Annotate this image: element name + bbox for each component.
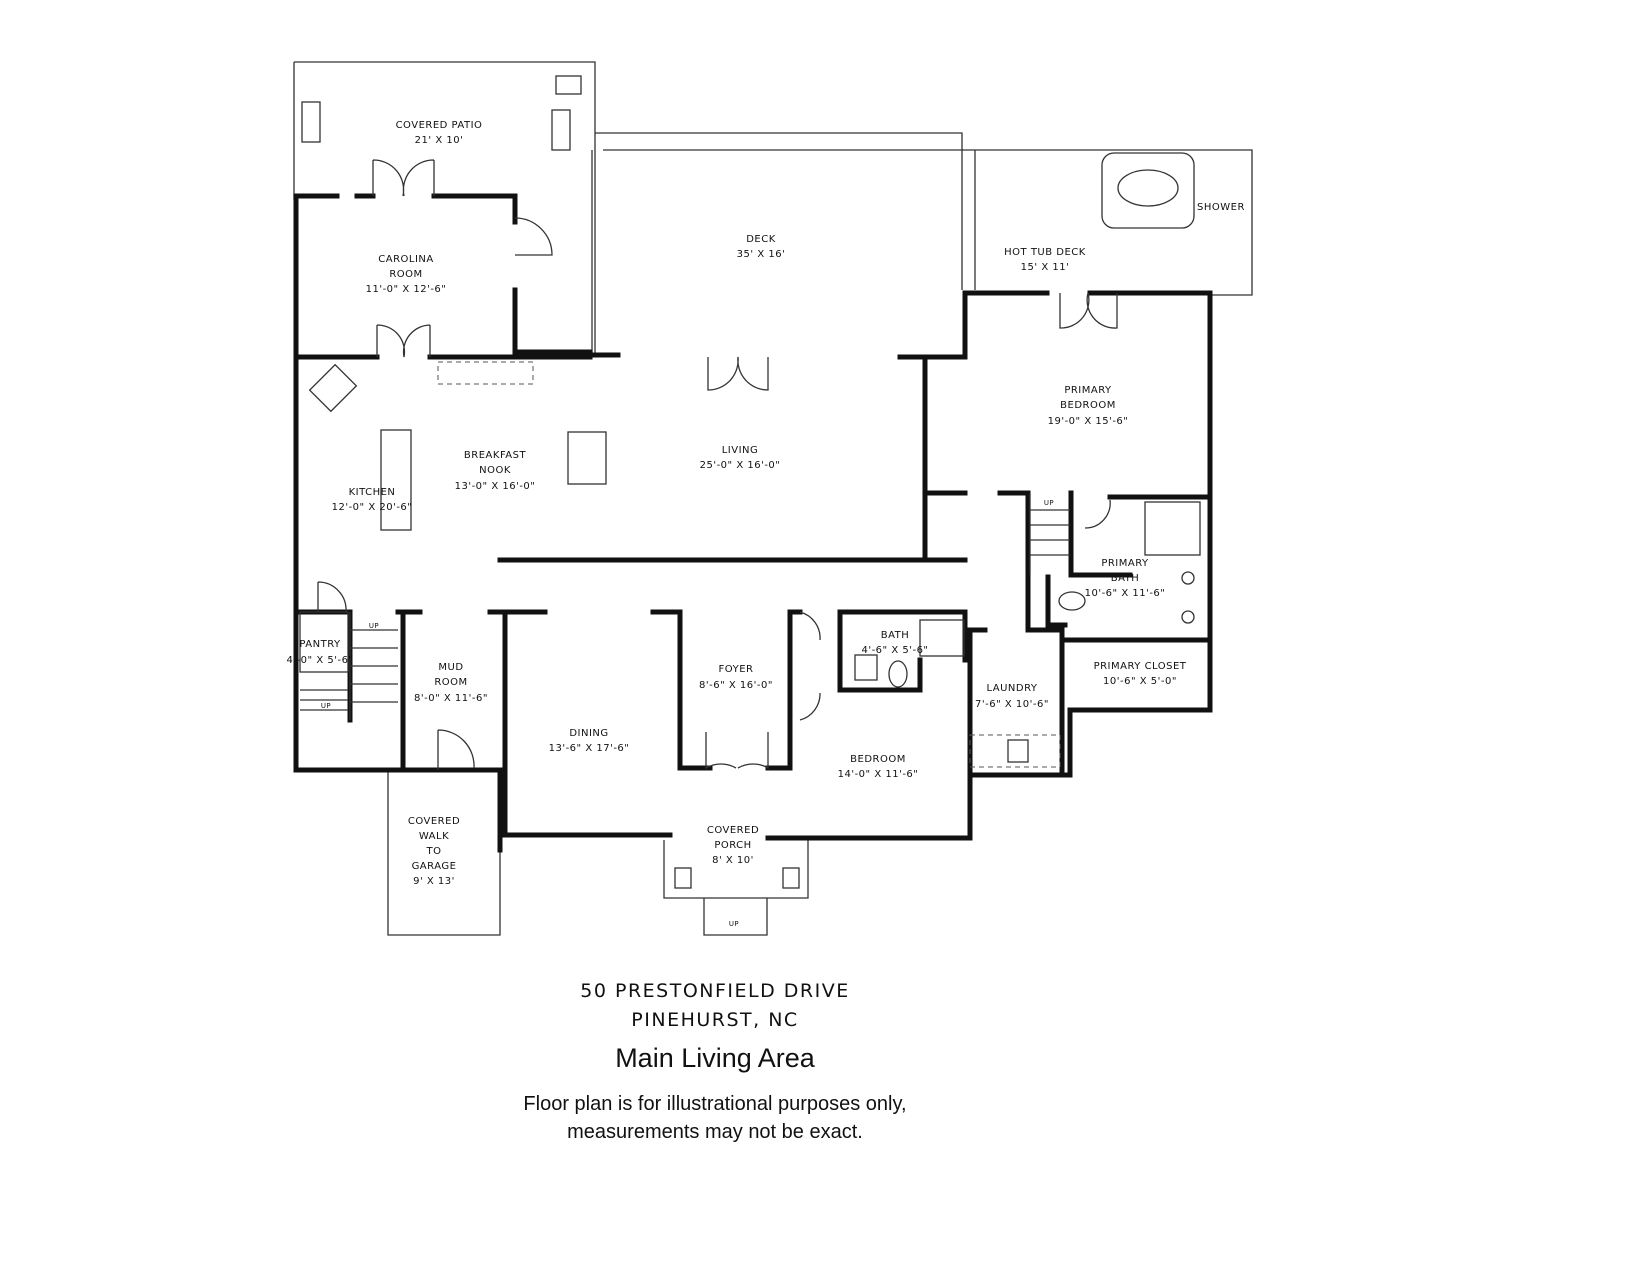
walls [293, 193, 1213, 853]
dining-label: DINING [569, 728, 608, 739]
disclaimer-line-2: measurements may not be exact. [567, 1121, 863, 1143]
carolina-room-label: CAROLINA [378, 254, 433, 265]
living-label: LIVING [722, 445, 759, 456]
grill-icon [555, 75, 582, 95]
sink-icon [854, 654, 878, 681]
covered-patio-label: COVERED PATIO [396, 120, 483, 131]
living-size: 25'-0" X 16'-0" [700, 460, 781, 471]
covered-porch-size: 8' X 10' [712, 855, 754, 866]
carolina-room-size: 11'-0" X 12'-6" [366, 284, 447, 295]
stair-up-label: UP [1044, 499, 1054, 507]
room-labels: COVERED PATIO 21' X 10' CAROLINA ROOM 11… [286, 120, 1244, 928]
shower-label: SHOWER [1197, 202, 1245, 213]
toilet-icon [1058, 591, 1086, 611]
toilet-icon [888, 660, 908, 688]
laundry-size: 7'-6" X 10'-6" [975, 699, 1049, 710]
deck-size: 35' X 16' [737, 249, 786, 260]
covered-walk-label: WALK [419, 831, 449, 842]
primary-closet-size: 10'-6" X 5'-0" [1103, 676, 1177, 687]
address-line-1: 50 PRESTONFIELD DRIVE [580, 980, 850, 1002]
stairs-icon [349, 612, 398, 720]
bedroom-size: 14'-0" X 11'-6" [838, 769, 919, 780]
covered-walk-label: TO [426, 846, 442, 857]
shower-icon [1144, 501, 1201, 556]
deck-label: DECK [746, 234, 776, 245]
stair-up-label: UP [321, 702, 331, 710]
foyer-size: 8'-6" X 16'-0" [699, 680, 773, 691]
dining-size: 13'-6" X 17'-6" [549, 743, 630, 754]
bath-size: 4'-6" X 5'-6" [861, 645, 928, 656]
stair-up-label: UP [369, 622, 379, 630]
hot-tub-deck-label: HOT TUB DECK [1004, 247, 1086, 258]
shower-icon [919, 619, 965, 657]
address-line-2: PINEHURST, NC [631, 1009, 799, 1031]
kitchen-label: KITCHEN [349, 487, 396, 498]
outdoor-outlines [293, 61, 1253, 936]
fixtures [299, 75, 1201, 768]
range-icon [308, 363, 358, 413]
bath-label: BATH [881, 630, 910, 641]
primary-bath-label: BATH [1111, 573, 1140, 584]
primary-bedroom-label: BEDROOM [1060, 400, 1116, 411]
primary-bath-label: PRIMARY [1101, 558, 1149, 569]
breakfast-nook-label: BREAKFAST [464, 450, 527, 461]
primary-bath-size: 10'-6" X 11'-6" [1085, 588, 1166, 599]
mud-room-label: ROOM [434, 677, 467, 688]
laundry-label: LAUNDRY [986, 683, 1037, 694]
covered-porch-label: PORCH [714, 840, 751, 851]
foyer-label: FOYER [719, 664, 754, 675]
pantry-size: 4'-0" X 5'-6" [286, 655, 353, 666]
carolina-room-label: ROOM [389, 269, 422, 280]
bedroom-label: BEDROOM [850, 754, 906, 765]
mud-room-label: MUD [438, 662, 463, 673]
fireplace-icon [567, 431, 607, 485]
mud-room-size: 8'-0" X 11'-6" [414, 693, 488, 704]
primary-bedroom-size: 19'-0" X 15'-6" [1048, 416, 1129, 427]
covered-patio-size: 21' X 10' [415, 135, 464, 146]
pantry-shelf [299, 611, 349, 673]
stair-up-label: UP [729, 920, 739, 928]
covered-porch-label: COVERED [707, 825, 759, 836]
covered-walk-size: 9' X 13' [413, 876, 455, 887]
stairs-icon [1029, 493, 1070, 575]
disclaimer-line-1: Floor plan is for illustrational purpose… [523, 1093, 907, 1115]
covered-walk-label: COVERED [408, 816, 460, 827]
hot-tub-icon [1101, 152, 1195, 229]
plan-title: Main Living Area [615, 1043, 815, 1073]
primary-closet-label: PRIMARY CLOSET [1094, 661, 1187, 672]
kitchen-size: 12'-0" X 20'-6" [332, 502, 413, 513]
breakfast-nook-label: NOOK [479, 465, 511, 476]
breakfast-nook-size: 13'-0" X 16'-0" [455, 481, 536, 492]
primary-bedroom-label: PRIMARY [1064, 385, 1112, 396]
door-swings [317, 159, 1118, 770]
laundry-sink-icon [1007, 739, 1029, 763]
pantry-label: PANTRY [299, 639, 341, 650]
hot-tub-deck-size: 15' X 11' [1021, 262, 1070, 273]
covered-walk-label: GARAGE [412, 861, 457, 872]
